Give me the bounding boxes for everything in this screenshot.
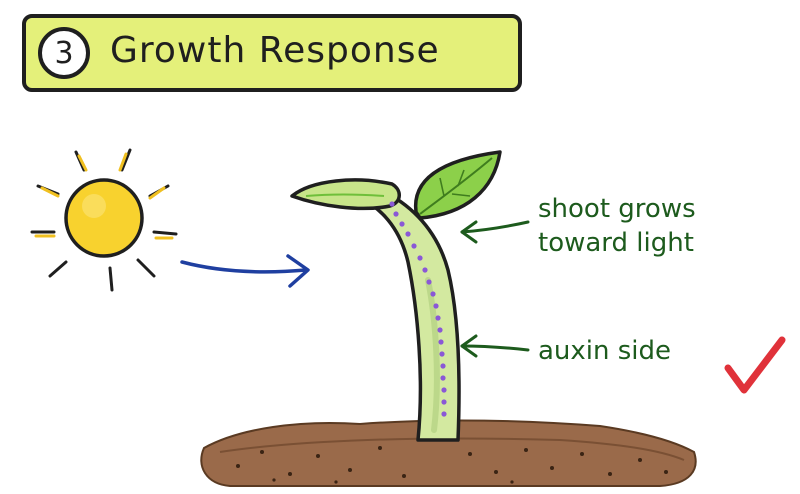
auxin-side-label: auxin side — [538, 336, 672, 366]
shoot-tip — [290, 178, 401, 211]
step-number-badge: 3 — [38, 27, 90, 79]
title-banner: 3 Growth Response — [22, 14, 522, 92]
leaf — [413, 150, 502, 220]
soil — [200, 419, 697, 487]
checkmark-icon — [724, 336, 786, 394]
shoot-label-line1: shoot grows — [538, 194, 696, 224]
auxin-dots — [389, 201, 447, 417]
sun-icon — [30, 148, 178, 292]
shoot-growth-label: shoot grows toward light — [538, 192, 696, 260]
shoot-label-arrow — [460, 220, 530, 244]
shoot-label-line2: toward light — [538, 228, 694, 258]
light-direction-arrow — [180, 254, 310, 288]
auxin-label-arrow — [460, 334, 530, 358]
page-title: Growth Response — [110, 30, 440, 71]
